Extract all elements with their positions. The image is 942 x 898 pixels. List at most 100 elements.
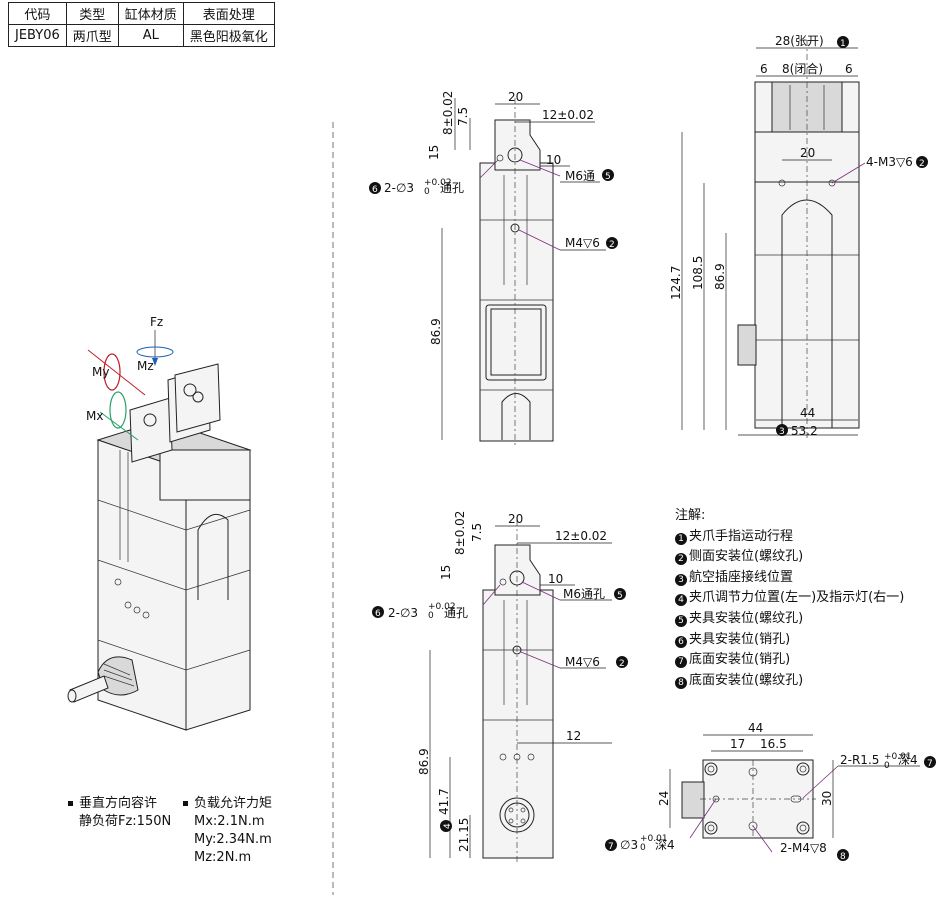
- tol-pin-0: 0: [640, 843, 646, 853]
- svg-text:1: 1: [840, 39, 846, 49]
- dim-bottom-24: 24: [657, 791, 671, 806]
- note-text: 夹具安装位(螺纹孔): [689, 610, 804, 626]
- note-number: 7: [675, 656, 687, 669]
- dim-front-44: 44: [800, 406, 815, 420]
- spec-value-row: JEBY06 两爪型 AL 黑色阳极氧化: [8, 24, 275, 47]
- tol-side-holes: +0.02: [428, 602, 456, 612]
- label-m4: M4▽6: [565, 236, 600, 250]
- value-code: JEBY06: [8, 24, 67, 47]
- dim-side-12b: 12: [566, 729, 581, 743]
- svg-text:8: 8: [840, 852, 846, 862]
- label-pin: ∅3: [620, 838, 638, 852]
- notes-title: 注解:: [675, 508, 706, 523]
- dim-top-10: 10: [546, 153, 561, 167]
- dim-side-10: 10: [548, 572, 563, 586]
- svg-text:6: 6: [372, 185, 378, 195]
- dim-top-12: 12±0.02: [542, 108, 594, 122]
- note-text: 航空插座接线位置: [689, 569, 794, 585]
- dim-bottom-17: 17: [730, 737, 745, 751]
- value-material: AL: [117, 24, 184, 47]
- bottom-view: 44 17 16.5 2-R1.5 +0.01 0 深4 7 24 30 7 ∅…: [605, 721, 936, 862]
- svg-text:6: 6: [375, 609, 381, 619]
- dim-top-8: 8±0.02: [441, 91, 455, 135]
- label-m6-through: M6通孔: [563, 587, 605, 601]
- upper-side-view: 20 12±0.02 8±0.02 7.5 15 10 M6通 5 6 2-∅3…: [369, 90, 618, 448]
- dim-bottom-16-5: 16.5: [760, 737, 787, 751]
- note-number: 2: [675, 553, 687, 566]
- svg-text:7: 7: [608, 842, 614, 852]
- svg-text:2: 2: [609, 240, 615, 250]
- isometric-view: Fz My Mz Mx: [67, 315, 252, 731]
- note-number: 1: [675, 532, 687, 545]
- note-text: 底面安装位(销孔): [689, 652, 791, 668]
- dim-side-20: 20: [508, 512, 523, 526]
- label-bottom-m4: 2-M4▽8: [780, 841, 827, 855]
- note-text: 底面安装位(螺纹孔): [689, 672, 804, 688]
- bullet-icon: [68, 801, 73, 806]
- svg-text:5: 5: [617, 591, 623, 601]
- dim-side-8: 8±0.02: [453, 511, 467, 555]
- value-type: 两爪型: [65, 24, 119, 47]
- dim-108-5: 108.5: [691, 256, 705, 290]
- dim-top-86-9: 86.9: [429, 318, 443, 345]
- note-text: 夹爪调节力位置(左一)及指示灯(右一): [689, 590, 905, 606]
- dim-side-15: 15: [439, 565, 453, 580]
- moment-my: My:2.34N.m: [194, 832, 272, 847]
- dim-open-28: 28(张开): [775, 34, 824, 48]
- vertical-load-value: 静负荷Fz:150N: [79, 814, 172, 829]
- tol-pin: +0.01: [640, 834, 668, 844]
- moment-mx: Mx:2.1N.m: [194, 814, 265, 829]
- spec-header-row: 代码 类型 缸体材质 表面处理: [8, 2, 275, 25]
- dim-bottom-44: 44: [748, 721, 763, 735]
- dim-side-86-9: 86.9: [417, 748, 431, 775]
- label-side-m4: M4▽6: [565, 655, 600, 669]
- value-surface: 黑色阳极氧化: [182, 24, 275, 47]
- label-holes: 2-∅3: [384, 181, 414, 195]
- moment-title: 负载允许力矩: [194, 796, 273, 811]
- label-m3: 4-M3▽6: [866, 155, 913, 169]
- dim-53-2: 53.2: [791, 424, 818, 438]
- vertical-load-title: 垂直方向容许: [79, 796, 158, 811]
- dim-top-7-5: 7.5: [456, 107, 470, 126]
- dim-41-7: 41.7: [437, 788, 451, 815]
- spec-table: 代码 类型 缸体材质 表面处理 JEBY06 两爪型 AL 黑色阳极氧化: [8, 2, 275, 47]
- note-number: 4: [675, 594, 687, 607]
- note-text: 夹爪手指运动行程: [689, 528, 794, 544]
- tol-holes-0: 0: [424, 187, 430, 197]
- dim-side-12: 12±0.02: [555, 529, 607, 543]
- label-my: My: [92, 365, 109, 379]
- note-number: 5: [675, 614, 687, 627]
- dim-side-7-5: 7.5: [470, 523, 484, 542]
- svg-text:4: 4: [443, 823, 453, 829]
- note-text: 夹具安装位(销孔): [689, 631, 791, 647]
- tol-r15-0: 0: [884, 761, 890, 771]
- tol-side-holes-0: 0: [428, 611, 434, 621]
- svg-text:2: 2: [619, 659, 625, 669]
- dim-bottom-30: 30: [820, 791, 834, 806]
- lower-side-view: 20 12±0.02 8±0.02 7.5 15 10 M6通孔 5 6 2-∅…: [372, 511, 628, 862]
- label-through: 通孔: [440, 181, 464, 195]
- label-mz: Mz: [137, 359, 154, 373]
- label-fz: Fz: [150, 315, 163, 329]
- label-pin-deep: 深4: [655, 838, 675, 852]
- svg-text:3: 3: [779, 427, 785, 437]
- dim-top-15: 15: [427, 145, 441, 160]
- note-text: 侧面安装位(螺纹孔): [689, 549, 804, 565]
- note-number: 3: [675, 573, 687, 586]
- dim-21-15: 21.15: [457, 818, 471, 852]
- note-number: 6: [675, 635, 687, 648]
- tol-holes: +0.02: [424, 178, 452, 188]
- svg-text:2: 2: [919, 159, 925, 169]
- label-side-holes: 2-∅3: [388, 606, 418, 620]
- bullet-icon: [183, 801, 188, 806]
